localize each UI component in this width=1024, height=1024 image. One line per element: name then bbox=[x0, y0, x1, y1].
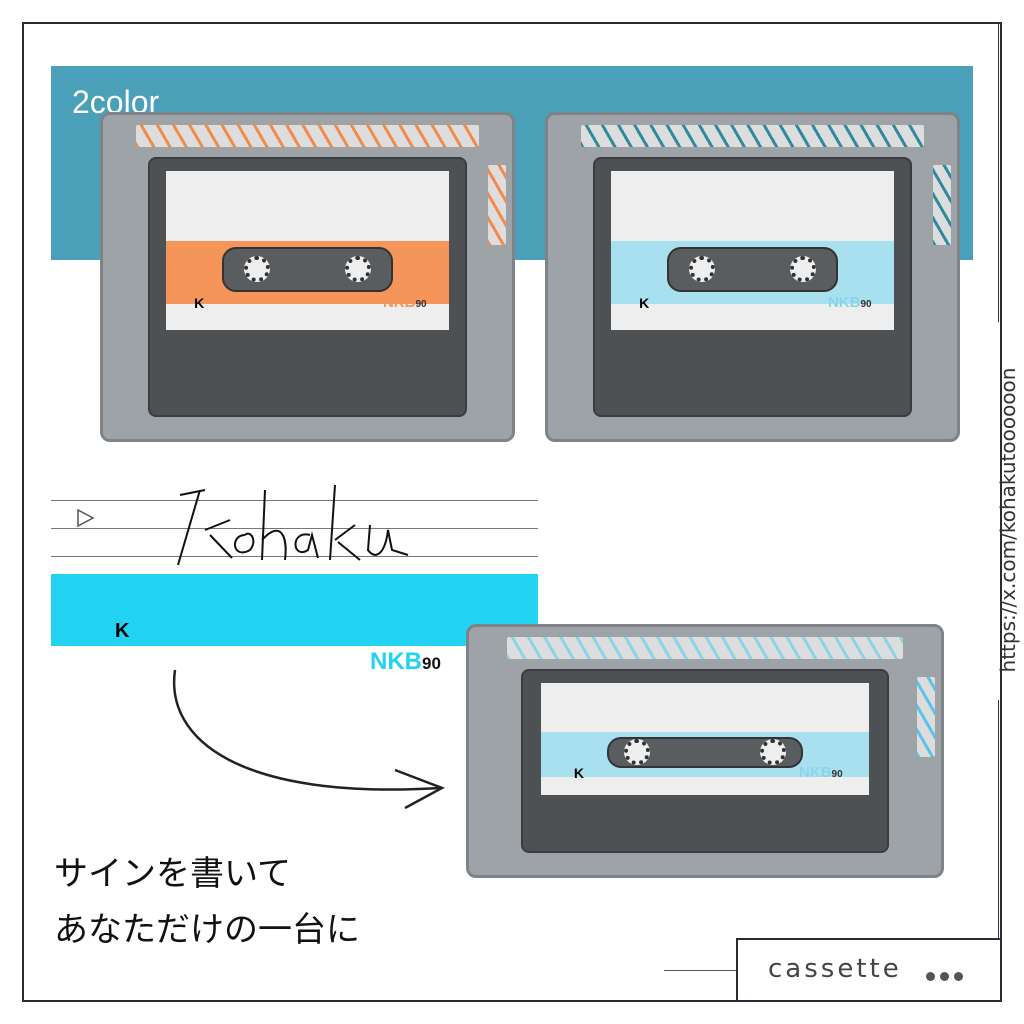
outer-frame bbox=[22, 22, 1002, 1002]
brand-number: 90 bbox=[860, 298, 872, 310]
reel-icon bbox=[689, 256, 716, 283]
cassette-tape: K NKB90 bbox=[520, 669, 890, 853]
reel-icon bbox=[759, 739, 786, 766]
label-lines bbox=[51, 500, 538, 560]
reel-icon bbox=[624, 739, 651, 766]
label-k-large: K bbox=[115, 620, 130, 642]
tape-window bbox=[222, 247, 393, 292]
social-url[interactable]: https://x.com/kohakutoooooon bbox=[996, 367, 1020, 673]
label-k: K bbox=[573, 765, 584, 782]
label-brand-large: NKB90 bbox=[370, 648, 441, 676]
tape-window bbox=[667, 247, 838, 292]
label-brand: NKB90 bbox=[383, 294, 427, 311]
arrow-icon bbox=[172, 669, 445, 810]
brand-name: NKB bbox=[799, 764, 832, 782]
brand-box: cassette bbox=[736, 938, 1002, 1002]
divider bbox=[998, 22, 999, 322]
tape-window bbox=[606, 736, 804, 768]
cassette-tape: K NKB90 bbox=[592, 157, 913, 417]
brand-name: NKB bbox=[382, 293, 416, 311]
reel-icon bbox=[789, 256, 816, 283]
play-icon bbox=[77, 508, 95, 528]
truss-side bbox=[917, 677, 935, 757]
brand-number: 90 bbox=[415, 298, 427, 310]
divider bbox=[664, 970, 764, 971]
truss-top bbox=[506, 637, 904, 659]
brand-name: NKB bbox=[827, 293, 861, 311]
signature-image bbox=[177, 484, 409, 566]
reel-icon bbox=[244, 256, 271, 283]
truss-side bbox=[933, 165, 951, 245]
brand-number: 90 bbox=[422, 654, 441, 673]
label-k: K bbox=[639, 294, 650, 311]
tape-label: K NKB90 bbox=[165, 171, 450, 330]
truss-side bbox=[488, 165, 506, 245]
brand-name: NKB bbox=[370, 648, 422, 675]
label-brand: NKB90 bbox=[799, 764, 843, 781]
cassette-device-signed: K NKB90 bbox=[466, 624, 944, 878]
cassette-device-orange: K NKB90 bbox=[100, 112, 515, 442]
tape-label: K NKB90 bbox=[610, 171, 895, 330]
cassette-device-blue: K NKB90 bbox=[545, 112, 960, 442]
label-k: K bbox=[194, 294, 205, 311]
reel-icon bbox=[344, 256, 371, 283]
tape-label: K NKB90 bbox=[541, 683, 869, 795]
cassette-tape: K NKB90 bbox=[147, 157, 468, 417]
brand-text: cassette bbox=[768, 954, 902, 984]
caption-line-1: サインを書いて bbox=[54, 854, 291, 894]
brand-number: 90 bbox=[831, 769, 843, 781]
truss-top bbox=[580, 125, 925, 147]
caption-line-2: あなただけの一台に bbox=[54, 910, 360, 950]
label-brand: NKB90 bbox=[828, 294, 872, 311]
ellipsis-icon bbox=[926, 966, 968, 985]
label-stripe-large bbox=[51, 574, 538, 646]
truss-top bbox=[135, 125, 480, 147]
divider bbox=[998, 700, 999, 940]
